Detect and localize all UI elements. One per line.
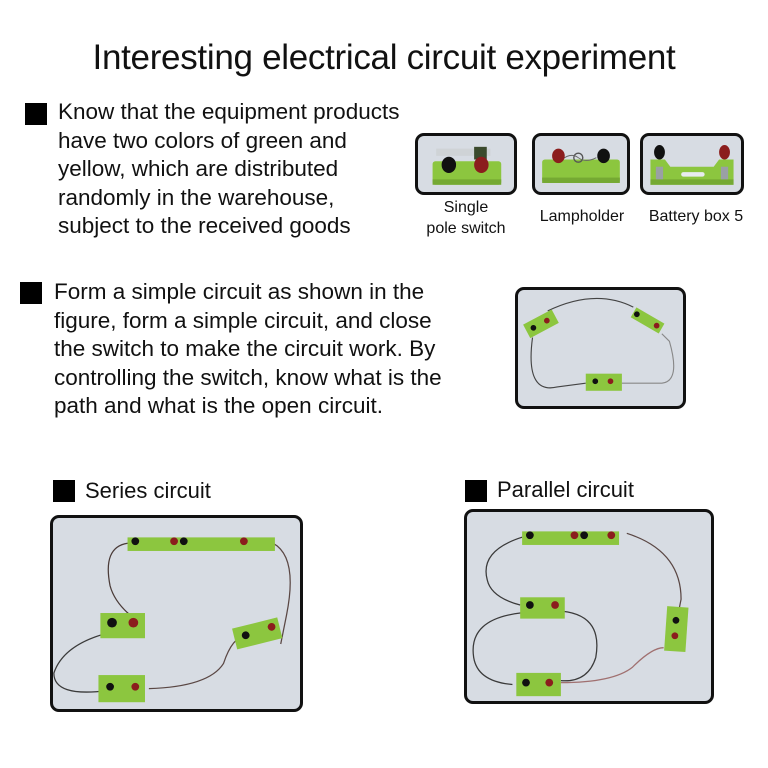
battery-box-photo [640,133,744,195]
lampholder-caption: Lampholder [539,208,625,225]
equipment-colors-note: Know that the equipment products have tw… [58,99,400,238]
bullet-square-icon [465,480,487,502]
bullet-square-icon [53,480,75,502]
single-pole-switch-photo [415,133,517,195]
parallel-circuit-heading: Parallel circuit [497,477,634,502]
series-circuit-heading: Series circuit [85,478,211,503]
switch-caption: Single pole switch [426,199,506,237]
page-title: Interesting electrical circuit experimen… [92,38,676,77]
parallel-circuit-photo [464,509,714,704]
simple-circuit-instructions: Form a simple circuit as shown in the fi… [54,279,442,418]
bullet-square-icon [20,282,42,304]
battery-box-caption: Battery box 5 [648,208,744,225]
lampholder-photo [532,133,630,195]
series-circuit-photo [50,515,303,712]
bullet-square-icon [25,103,47,125]
simple-circuit-photo [515,287,686,409]
